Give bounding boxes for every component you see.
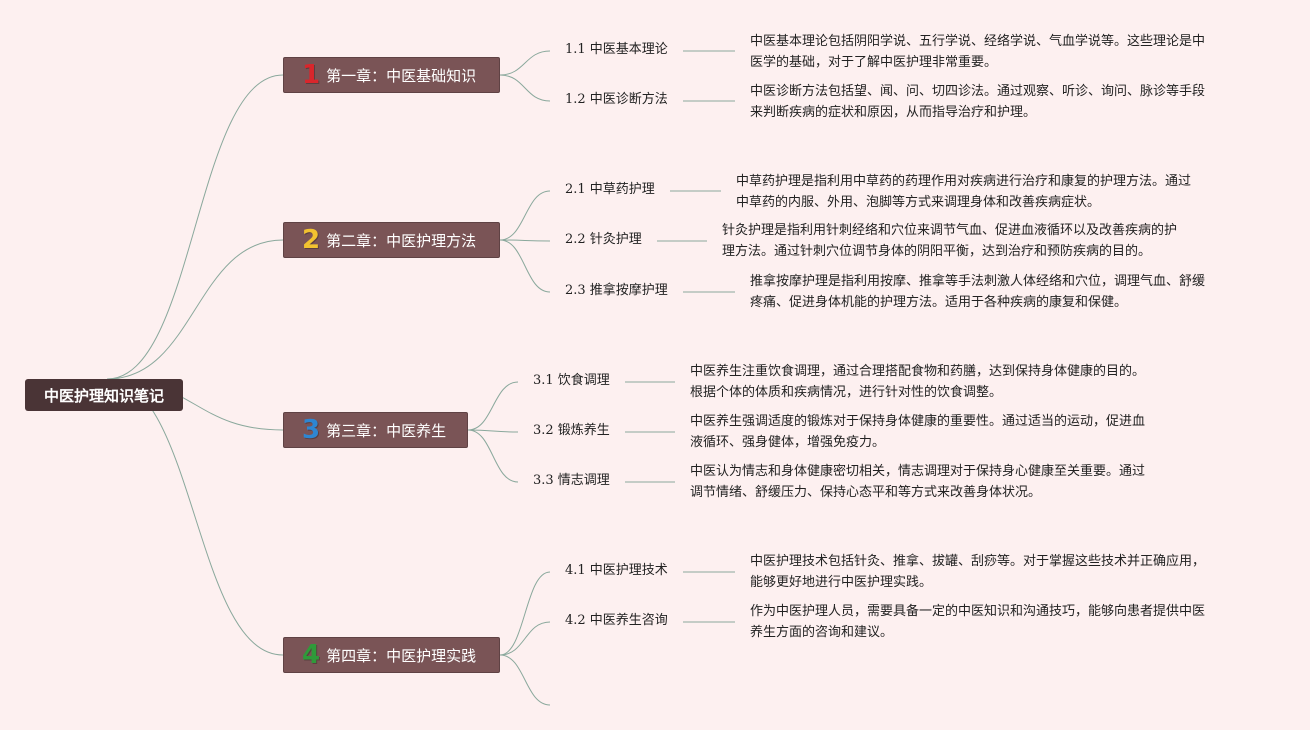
section-1-1-node[interactable]: 1.1 中医基本理论 bbox=[565, 42, 668, 57]
chapter-title: 第四章：中医护理实践 bbox=[326, 646, 477, 665]
chapter-to-section-line bbox=[499, 239, 551, 293]
chapter-3-node[interactable]: 3 第三章：中医养生 bbox=[283, 412, 468, 448]
chapter-number-icon: 4 bbox=[302, 640, 321, 670]
chapter-number-icon: 3 bbox=[302, 415, 321, 445]
chapter-to-section-line bbox=[499, 571, 551, 656]
section-3-2-node[interactable]: 3.2 锻炼养生 bbox=[533, 423, 610, 438]
section-2-2-description: 针灸护理是指利用针刺经络和穴位来调节气血、促进血液循环以及改善疾病的护 理方法。… bbox=[722, 223, 1178, 259]
chapter-to-section-line bbox=[499, 654, 551, 706]
section-2-3-description: 推拿按摩护理是指利用按摩、推拿等手法刺激人体经络和穴位，调理气血、舒缓 疼痛、促… bbox=[750, 274, 1206, 310]
section-4-1-node[interactable]: 4.1 中医护理技术 bbox=[565, 563, 668, 578]
chapter-1-node[interactable]: 1 第一章：中医基础知识 bbox=[283, 57, 500, 93]
root-to-chapter-line bbox=[107, 74, 284, 380]
root-label: 中医护理知识笔记 bbox=[43, 386, 164, 405]
chapter-to-section-line bbox=[499, 190, 551, 241]
section-2-2-node[interactable]: 2.2 针灸护理 bbox=[565, 232, 642, 247]
chapter-to-section-line bbox=[467, 429, 519, 483]
chapter-4-node[interactable]: 4 第四章：中医护理实践 bbox=[283, 637, 500, 673]
chapter-to-section-line bbox=[467, 381, 519, 431]
chapter-2-node[interactable]: 2 第二章：中医护理方法 bbox=[283, 222, 500, 258]
section-3-2-description: 中医养生强调适度的锻炼对于保持身体健康的重要性。通过适当的运动，促进血 液循环、… bbox=[690, 414, 1146, 450]
section-4-1-description: 中医护理技术包括针灸、推拿、拔罐、刮痧等。对于掌握这些技术并正确应用， 能够更好… bbox=[750, 554, 1206, 590]
section-3-3-description: 中医认为情志和身体健康密切相关，情志调理对于保持身心健康至关重要。通过 调节情绪… bbox=[690, 464, 1146, 500]
chapter-to-section-line bbox=[499, 621, 551, 656]
chapter-to-section-line bbox=[499, 239, 551, 242]
chapter-to-section-line bbox=[467, 429, 519, 433]
section-2-1-node[interactable]: 2.1 中草药护理 bbox=[565, 182, 655, 197]
section-2-3-node[interactable]: 2.3 推拿按摩护理 bbox=[565, 283, 668, 298]
chapter-title: 第三章：中医养生 bbox=[326, 421, 447, 440]
section-4-2-node[interactable]: 4.2 中医养生咨询 bbox=[565, 613, 668, 628]
root-to-chapter-line bbox=[107, 378, 284, 656]
root-node[interactable]: 中医护理知识笔记 bbox=[25, 379, 183, 411]
section-3-3-node[interactable]: 3.3 情志调理 bbox=[533, 473, 610, 488]
section-4-2-description: 作为中医护理人员，需要具备一定的中医知识和沟通技巧，能够向患者提供中医 养生方面… bbox=[750, 604, 1206, 640]
chapter-number-icon: 2 bbox=[302, 225, 321, 255]
section-1-1-description: 中医基本理论包括阴阳学说、五行学说、经络学说、气血学说等。这些理论是中 医学的基… bbox=[750, 34, 1206, 70]
section-1-2-description: 中医诊断方法包括望、闻、问、切四诊法。通过观察、听诊、询问、脉诊等手段 来判断疾… bbox=[750, 84, 1206, 120]
section-2-1-description: 中草药护理是指利用中草药的药理作用对疾病进行治疗和康复的护理方法。通过 中草药的… bbox=[736, 174, 1192, 210]
chapter-to-section-line bbox=[499, 50, 551, 76]
section-1-2-node[interactable]: 1.2 中医诊断方法 bbox=[565, 92, 668, 107]
chapter-number-icon: 1 bbox=[302, 60, 321, 90]
chapter-title: 第一章：中医基础知识 bbox=[326, 66, 477, 85]
chapter-to-section-line bbox=[499, 74, 551, 102]
root-to-chapter-line bbox=[107, 239, 284, 380]
section-3-1-description: 中医养生注重饮食调理，通过合理搭配食物和药膳，达到保持身体健康的目的。 根据个体… bbox=[690, 364, 1146, 400]
section-3-1-node[interactable]: 3.1 饮食调理 bbox=[533, 373, 610, 388]
chapter-title: 第二章：中医护理方法 bbox=[326, 231, 477, 250]
